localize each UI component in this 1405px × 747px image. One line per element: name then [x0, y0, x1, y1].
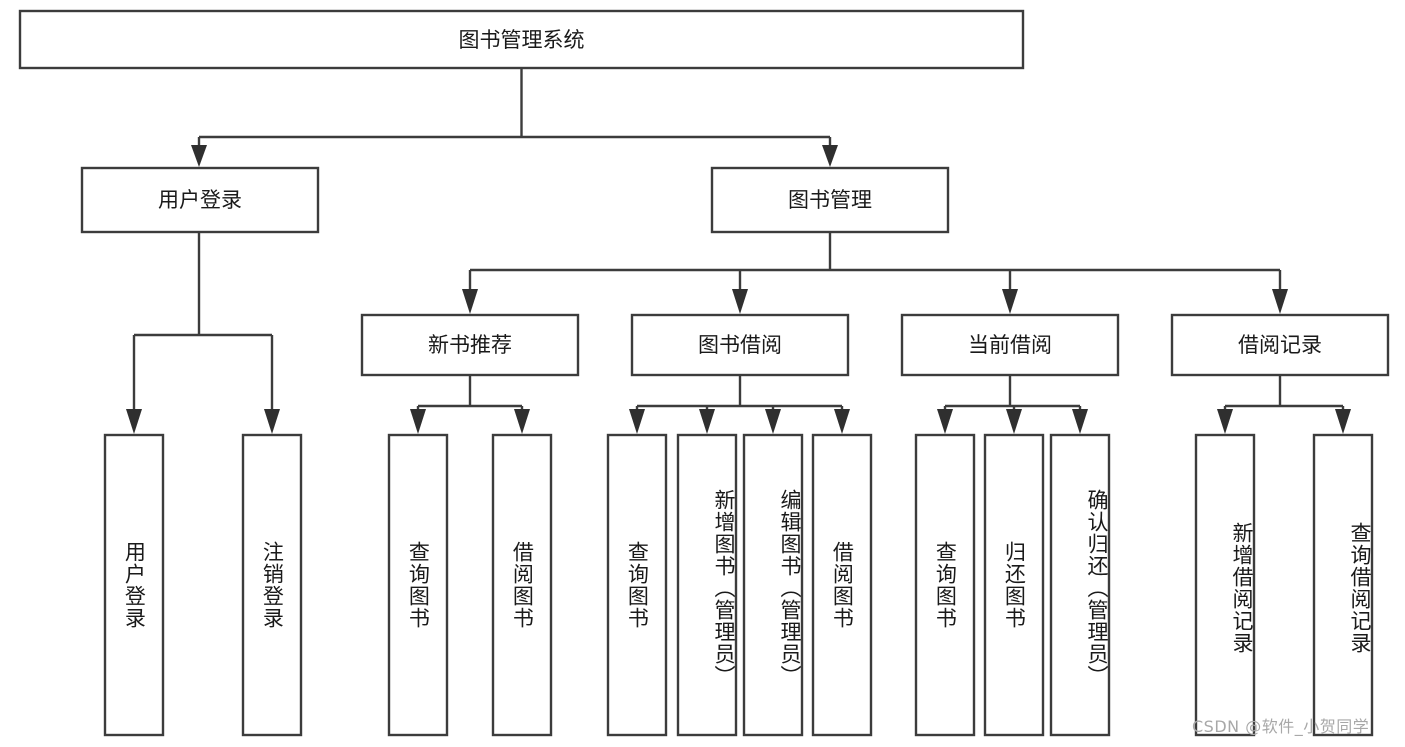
leaf-box-query-book-2[interactable]	[606, 433, 668, 737]
node-user-login-label: 用户登录	[158, 188, 242, 212]
arrow-borrow-record	[1272, 289, 1288, 314]
arrow-current-borrow	[1002, 289, 1018, 314]
arrow-new-book	[462, 289, 478, 314]
connector-layer	[126, 68, 1351, 434]
arrow-leaf-add-record	[1217, 409, 1233, 434]
leaf-box-edit-book[interactable]	[742, 433, 804, 737]
arrow-leaf-borrow-book-2	[834, 409, 850, 434]
leaf-box-query-book-3[interactable]	[914, 433, 976, 737]
arrow-leaf-query-book-1	[410, 409, 426, 434]
node-new-book-recommend-box[interactable]	[360, 313, 580, 377]
arrow-user-login	[191, 145, 207, 167]
node-book-manage-label: 图书管理	[788, 188, 872, 212]
leaf-box-logout-login[interactable]	[241, 433, 303, 737]
node-borrow-record-box[interactable]	[1170, 313, 1390, 377]
node-borrow-record[interactable]: 借阅记录	[1170, 313, 1390, 377]
leaf-box-borrow-book-1[interactable]	[491, 433, 553, 737]
arrow-book-borrow	[732, 289, 748, 314]
node-root-label: 图书管理系统	[459, 28, 585, 52]
arrow-leaf-query-book-3	[937, 409, 953, 434]
leaf-box-return-book[interactable]	[983, 433, 1045, 737]
arrow-leaf-return-book	[1006, 409, 1022, 434]
node-book-borrow[interactable]: 图书借阅	[630, 313, 850, 377]
leaf-box-user-login[interactable]	[103, 433, 165, 737]
arrow-leaf-edit-book	[765, 409, 781, 434]
node-borrow-record-label: 借阅记录	[1238, 333, 1322, 357]
arrow-leaf-borrow-book-1	[514, 409, 530, 434]
node-current-borrow-box[interactable]	[900, 313, 1120, 377]
leaf-box-add-book[interactable]	[676, 433, 738, 737]
node-current-borrow-label: 当前借阅	[968, 333, 1052, 357]
node-current-borrow[interactable]: 当前借阅	[900, 313, 1120, 377]
arrow-leaf-user-login	[126, 409, 142, 434]
leaf-box-layer	[103, 433, 1374, 737]
arrow-leaf-query-record	[1335, 409, 1351, 434]
node-new-book-recommend[interactable]: 新书推荐	[360, 313, 580, 377]
node-book-manage-box[interactable]	[710, 166, 950, 234]
leaf-box-query-book-1[interactable]	[387, 433, 449, 737]
csdn-watermark: CSDN @软件_小贺同学	[1192, 717, 1370, 736]
node-book-manage[interactable]: 图书管理	[710, 166, 950, 234]
leaf-box-query-record[interactable]	[1312, 433, 1374, 737]
node-user-login[interactable]: 用户登录	[80, 166, 320, 234]
leaf-box-add-record[interactable]	[1194, 433, 1256, 737]
node-root[interactable]: 图书管理系统	[18, 9, 1025, 70]
node-book-borrow-box[interactable]	[630, 313, 850, 377]
arrow-book-manage	[822, 145, 838, 167]
arrow-leaf-add-book	[699, 409, 715, 434]
node-user-login-box[interactable]	[80, 166, 320, 234]
node-book-borrow-label: 图书借阅	[698, 333, 782, 357]
arrow-leaf-query-book-2	[629, 409, 645, 434]
node-new-book-recommend-label: 新书推荐	[428, 333, 512, 357]
node-root-box[interactable]	[18, 9, 1025, 70]
leaf-box-borrow-book-2[interactable]	[811, 433, 873, 737]
leaf-box-confirm-return[interactable]	[1049, 433, 1111, 737]
arrow-leaf-confirm-return	[1072, 409, 1088, 434]
arrow-leaf-logout	[264, 409, 280, 434]
